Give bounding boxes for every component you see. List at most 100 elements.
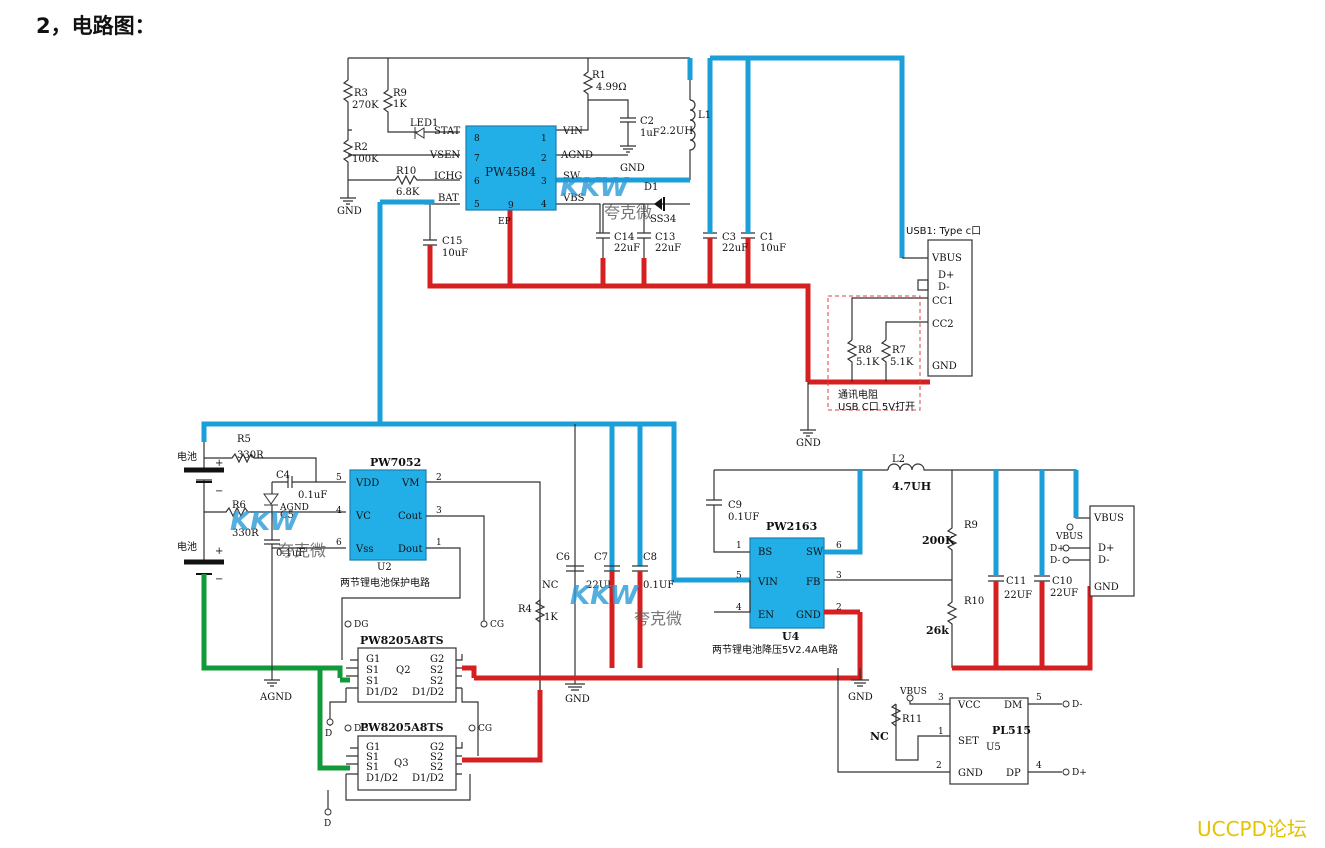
r2-value: 100K [352, 154, 379, 165]
nc-label: NC [542, 580, 559, 591]
vbus-net: VBUS [899, 687, 927, 697]
q3-label: Q3 [394, 758, 409, 769]
q3-mosfet [357, 735, 457, 791]
pin-name: VSEN [429, 150, 460, 161]
c15-value: 10uF [442, 248, 468, 259]
pin-name: Dout [398, 544, 423, 555]
r10-value: 6.8K [396, 187, 420, 198]
gnd-label: GND [848, 692, 873, 703]
pin-label: 5 [474, 200, 480, 210]
r9-label: R9 [964, 520, 978, 531]
r10-value: 26k [926, 624, 949, 637]
c5-label: C5 [280, 510, 294, 521]
q2-label: Q2 [396, 665, 411, 676]
kkw-watermark: KKW [570, 581, 640, 611]
c15-label: C15 [442, 236, 462, 247]
pin-label: 6 [474, 177, 480, 187]
dg-label: DG [354, 724, 368, 734]
pin-name: EN [758, 610, 774, 621]
agnd-label: AGND [279, 503, 309, 513]
c1-label: C1 [760, 232, 774, 243]
c1-value: 10uF [760, 243, 786, 254]
zh-watermark: 夸克微 [634, 609, 682, 628]
usb-output-connector [1089, 505, 1135, 597]
pin-label: 2 [436, 473, 442, 483]
pw4584-label: PW4584 [485, 165, 536, 179]
d-label: D [324, 819, 331, 829]
zh-watermark: 夸克微 [604, 203, 652, 222]
cg-label: CG [490, 620, 504, 630]
pin-name: S2 [430, 676, 443, 687]
r1-label: R1 [592, 70, 606, 81]
r7-label: R7 [892, 345, 906, 356]
c11-value: 22UF [1004, 590, 1032, 601]
watermarks: KKW 夸克微 KKW 夸克微 KKW 夸克微 [230, 173, 682, 628]
battery-plus: + [215, 546, 223, 557]
cg-label: CG [478, 724, 492, 734]
pin-name: VC [355, 511, 371, 522]
r7-value: 5.1K [890, 357, 914, 368]
u5-label: U5 [986, 742, 1001, 753]
pin-name: VCC [957, 700, 981, 711]
c13-value: 22uF [655, 243, 681, 254]
dm-net: D- [1050, 556, 1060, 566]
c9-label: C9 [728, 500, 742, 511]
pin-label: 4 [736, 603, 742, 613]
cc-note-1: 通讯电阻 [838, 388, 878, 401]
pin-label: 9 [508, 201, 514, 211]
pin-label: 7 [474, 154, 480, 164]
pin-label: 6 [836, 541, 842, 551]
pin-name: AGND [560, 150, 593, 161]
pin-name: VIN [757, 577, 778, 588]
pin-name: BAT [438, 193, 459, 204]
r6-label: R6 [232, 500, 246, 511]
pl515-section: PL515 VCC SET GND DM DP U5 3 1 2 5 4 R11… [870, 687, 1087, 785]
protection-section: PW7052 VDD VC Vss VM Cout Dout 5 4 6 2 3… [177, 421, 863, 763]
protection-desc: 两节锂电池保护电路 [340, 576, 430, 589]
r3-value: 270K [352, 100, 379, 111]
pin-name: SET [958, 736, 979, 747]
pw4584-chip [465, 125, 557, 211]
l1-value: 2.2UH [660, 126, 693, 137]
zh-watermark: 夸克微 [278, 541, 326, 560]
vbus-net: VBUS [1055, 532, 1083, 542]
c8-value: 0.1UF [643, 580, 674, 591]
q3-part-label: PW8205A8TS [360, 721, 444, 734]
battery-minus: − [215, 574, 223, 585]
pin-label: 3 [541, 177, 547, 187]
pin-name: GND [796, 610, 821, 621]
pin-label: 1 [736, 541, 742, 551]
pin-name: FB [806, 577, 820, 588]
pin-name: VIN [562, 126, 583, 137]
pin-label: 1 [436, 538, 442, 548]
pin-name: ICHG [434, 171, 462, 182]
pin-label: 4 [336, 506, 342, 516]
c7-label: C7 [594, 552, 608, 563]
r9-label: R9 [393, 88, 407, 99]
r2-label: R2 [354, 142, 368, 153]
c5-value: 0.1uF [276, 548, 305, 559]
pin-name: DP [1006, 768, 1021, 779]
battery-plus: + [215, 458, 223, 469]
gnd-label: GND [337, 206, 362, 217]
pin-label: 2 [936, 761, 942, 771]
c8-label: C8 [643, 552, 657, 563]
pin-name: G2 [430, 654, 444, 665]
r3-label: R3 [354, 88, 368, 99]
battery-2-label: 电池 [177, 540, 197, 553]
pin-name: D1/D2 [366, 773, 398, 784]
pw7052-chip [349, 469, 427, 561]
r5-value: 330R [237, 450, 264, 461]
dp-net: D+ [1072, 768, 1087, 778]
pl515-label: PL515 [992, 724, 1031, 737]
pl515-chip [949, 697, 1029, 785]
pin-name: S1 [366, 676, 379, 687]
pin-name: S1 [366, 752, 379, 763]
usb1-connector [927, 239, 973, 377]
pin-name: Cout [398, 511, 422, 522]
l1-label: L1 [698, 110, 711, 121]
r4-label: R4 [518, 604, 532, 615]
u2-label: U2 [377, 562, 392, 573]
pin-name: Vss [355, 544, 374, 555]
